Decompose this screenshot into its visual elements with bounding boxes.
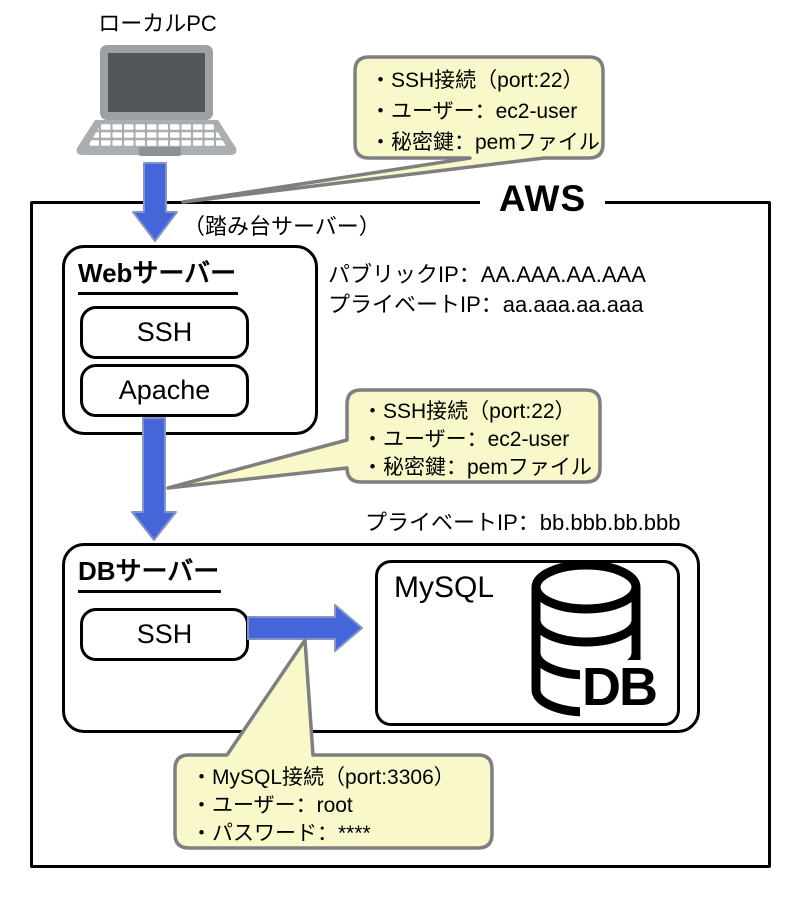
callout-line: ・SSH接続（port:22） <box>362 400 576 423</box>
callout-line: ・ユーザー：ec2-user <box>370 100 578 123</box>
callout-web-ssh-bubble <box>181 55 605 204</box>
db-ssh-label: SSH <box>136 619 193 649</box>
web-apache-box: Apache <box>80 364 249 417</box>
bastion-note: （踏み台サーバー） <box>183 214 381 239</box>
mysql-label: MySQL <box>394 571 495 604</box>
web-server-box: SSH Apache <box>62 245 318 435</box>
db-icon-label: DB <box>582 657 658 717</box>
callout-line: ・秘密鍵：pemファイル <box>370 131 600 154</box>
web-server-title: Webサーバー <box>78 253 239 295</box>
web-ssh-box: SSH <box>80 306 249 359</box>
callout-line: ・MySQL接続（port:3306） <box>191 766 455 789</box>
database-icon <box>531 560 672 718</box>
web-apache-label: Apache <box>118 375 211 405</box>
db-private-ip: プライベートIP：bb.bbb.bb.bbb <box>365 510 681 535</box>
laptop-keyboard <box>88 124 226 146</box>
callout-db-ssh-text: ・SSH接続（port:22） ・ユーザー：ec2-user ・秘密鍵：pemフ… <box>362 398 592 482</box>
web-public-ip: パブリックIP：AA.AAA.AA.AAA <box>328 262 646 287</box>
arrow-right-ssh-to-mysql-icon <box>247 604 363 652</box>
arrow-down-pc-to-web-icon <box>132 162 178 242</box>
callout-line: ・ユーザー：root <box>191 794 353 817</box>
laptop-touchpad <box>139 147 181 156</box>
callout-db-ssh-bubble <box>166 388 602 490</box>
callout-line: ・ユーザー：ec2-user <box>362 428 570 451</box>
arrow-down-web-to-db-icon <box>131 417 177 541</box>
callout-mysql-bubble <box>173 638 494 850</box>
db-server-title: DBサーバー <box>78 551 222 593</box>
db-ssh-box: SSH <box>80 608 249 661</box>
laptop-icon <box>76 45 237 156</box>
local-pc-label: ローカルPC <box>98 11 217 36</box>
web-ssh-label: SSH <box>136 317 193 347</box>
web-private-ip: プライベートIP：aa.aaa.aa.aaa <box>328 292 644 317</box>
callout-mysql-text: ・MySQL接続（port:3306） ・ユーザー：root ・パスワード：**… <box>191 764 455 848</box>
aws-label: AWS <box>480 178 605 220</box>
callout-line: ・秘密鍵：pemファイル <box>362 456 592 479</box>
callout-web-ssh-text: ・SSH接続（port:22） ・ユーザー：ec2-user ・秘密鍵：pemフ… <box>370 65 600 158</box>
callout-line: ・パスワード：**** <box>191 822 371 845</box>
callout-line: ・SSH接続（port:22） <box>370 69 584 92</box>
